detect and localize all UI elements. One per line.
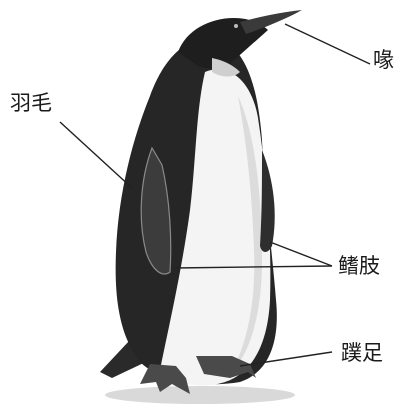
penguin-right-foot [196,356,256,378]
label-feathers: 羽毛 [10,91,52,115]
label-webbed-feet: 蹼足 [341,341,383,365]
feathers-leader-line [59,121,133,189]
ground-shadow [105,386,295,404]
penguin-eye [234,24,238,28]
penguin-left-flipper [140,146,172,275]
neck-patch [212,58,240,77]
label-flippers: 鳍肢 [338,254,380,278]
webbed-feet-leader-line [239,351,333,367]
penguin-left-foot [140,364,190,394]
penguin-beak [240,10,302,34]
belly-shading [232,96,262,372]
penguin-right-flipper [260,150,275,252]
penguin-belly [160,69,271,386]
flippers-leader-line-upper [269,241,333,267]
beak-leader-line [284,23,371,65]
label-beak: 喙 [373,48,394,72]
flippers-leader-line-lower [173,265,333,269]
